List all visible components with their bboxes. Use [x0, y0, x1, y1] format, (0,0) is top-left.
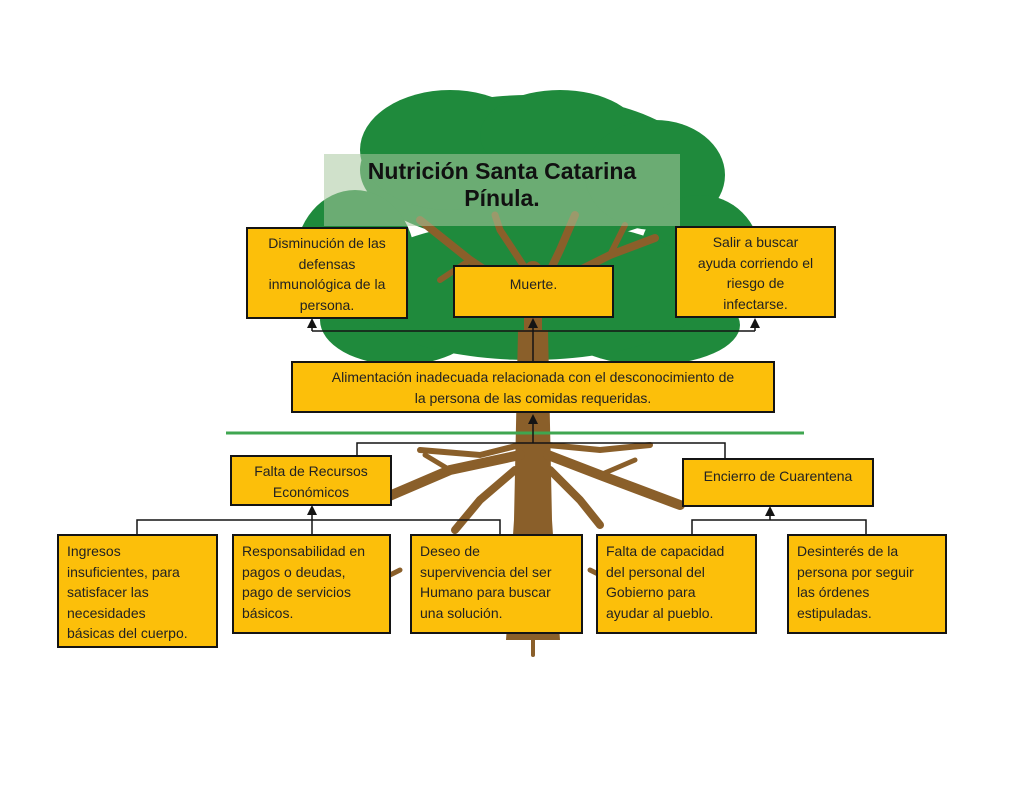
box-text-line: necesidades [67, 604, 146, 621]
cause-cuarentena: Encierro de Cuarentena [682, 458, 874, 507]
box-text-line: una solución. [420, 604, 503, 621]
arrow-up-icon [307, 505, 317, 515]
box-text-line: las órdenes [797, 584, 870, 600]
box-text-line: persona por seguir [797, 563, 914, 580]
box-text-line: del personal del [606, 563, 705, 580]
title-line: Pínula. [464, 185, 540, 211]
box-text-line: básicos. [242, 604, 294, 621]
box-text-line: estipuladas. [797, 604, 872, 621]
box-text-line: riesgo de [726, 275, 785, 291]
subcause-ingresos: Ingresos insuficientes, para satisfacer l… [57, 534, 218, 648]
subcause-desinteres: Desinterés de la persona por seguir las ó… [787, 534, 947, 634]
subcause-gobierno: Falta de capacidad del personal del Gobie… [596, 534, 757, 634]
connectors [136, 322, 867, 535]
box-text-line: Alimentación inadecuada relacionada con … [331, 369, 735, 385]
box-text-line: Económicos [272, 483, 350, 500]
box-text-line: Responsabilidad en [242, 543, 365, 559]
box-text-line: Gobierno para [606, 584, 696, 600]
arrow-up-icon [307, 318, 317, 328]
box-text-line: Salir a buscar [712, 234, 799, 250]
box-text-line: satisfacer las [67, 584, 149, 600]
box-text-line: ayudar al pueblo. [606, 604, 714, 621]
box-text-line: Encierro de Cuarentena [703, 468, 853, 484]
box-text-line: Falta de Recursos [254, 463, 368, 479]
box-text-line: defensas [298, 255, 356, 272]
box-text-line: Ingresos [67, 543, 121, 559]
box-text-line: pagos o deudas, [242, 563, 346, 580]
consequence-salir: Salir a buscar ayuda corriendo el riesgo … [675, 226, 836, 318]
box-text-line: inmunológica de la [268, 276, 386, 292]
subcause-deseo: Deseo de supervivencia del ser Humano par… [410, 534, 583, 634]
diagram-title: Nutrición Santa Catarina Pínula. [324, 154, 680, 226]
box-text-line: infectarse. [723, 295, 788, 312]
title-line: Nutrición Santa Catarina [367, 158, 637, 184]
consequence-defensas: Disminución de las defensas inmunológica … [246, 227, 408, 319]
central-problem: Alimentación inadecuada relacionada con … [291, 361, 775, 413]
box-text-line: la persona de las comidas requeridas. [414, 389, 652, 406]
box-text-line: Desinterés de la [797, 543, 899, 559]
box-text-line: Humano para buscar [420, 584, 551, 600]
consequence-muerte: Muerte. [453, 265, 614, 318]
box-text-line: Deseo de [420, 543, 480, 559]
subcause-responsabilidad: Responsabilidad en pagos o deudas, pago d… [232, 534, 391, 634]
arrowheads [307, 318, 775, 516]
box-text-line: ayuda corriendo el [697, 254, 814, 271]
box-text-line: Muerte. [509, 276, 558, 292]
arrow-up-icon [528, 318, 538, 328]
box-text-line: Falta de capacidad [606, 543, 725, 559]
arrow-up-icon [750, 318, 760, 328]
box-text-line: pago de servicios [242, 584, 351, 600]
arrow-up-icon [765, 506, 775, 516]
box-text-line: básicas del cuerpo. [67, 625, 188, 641]
box-text-line: Disminución de las [268, 235, 386, 251]
box-text-line: persona. [299, 296, 355, 313]
box-text-line: supervivencia del ser [420, 563, 552, 580]
arrow-up-icon [528, 414, 538, 424]
box-text-line: insuficientes, para [67, 563, 180, 580]
